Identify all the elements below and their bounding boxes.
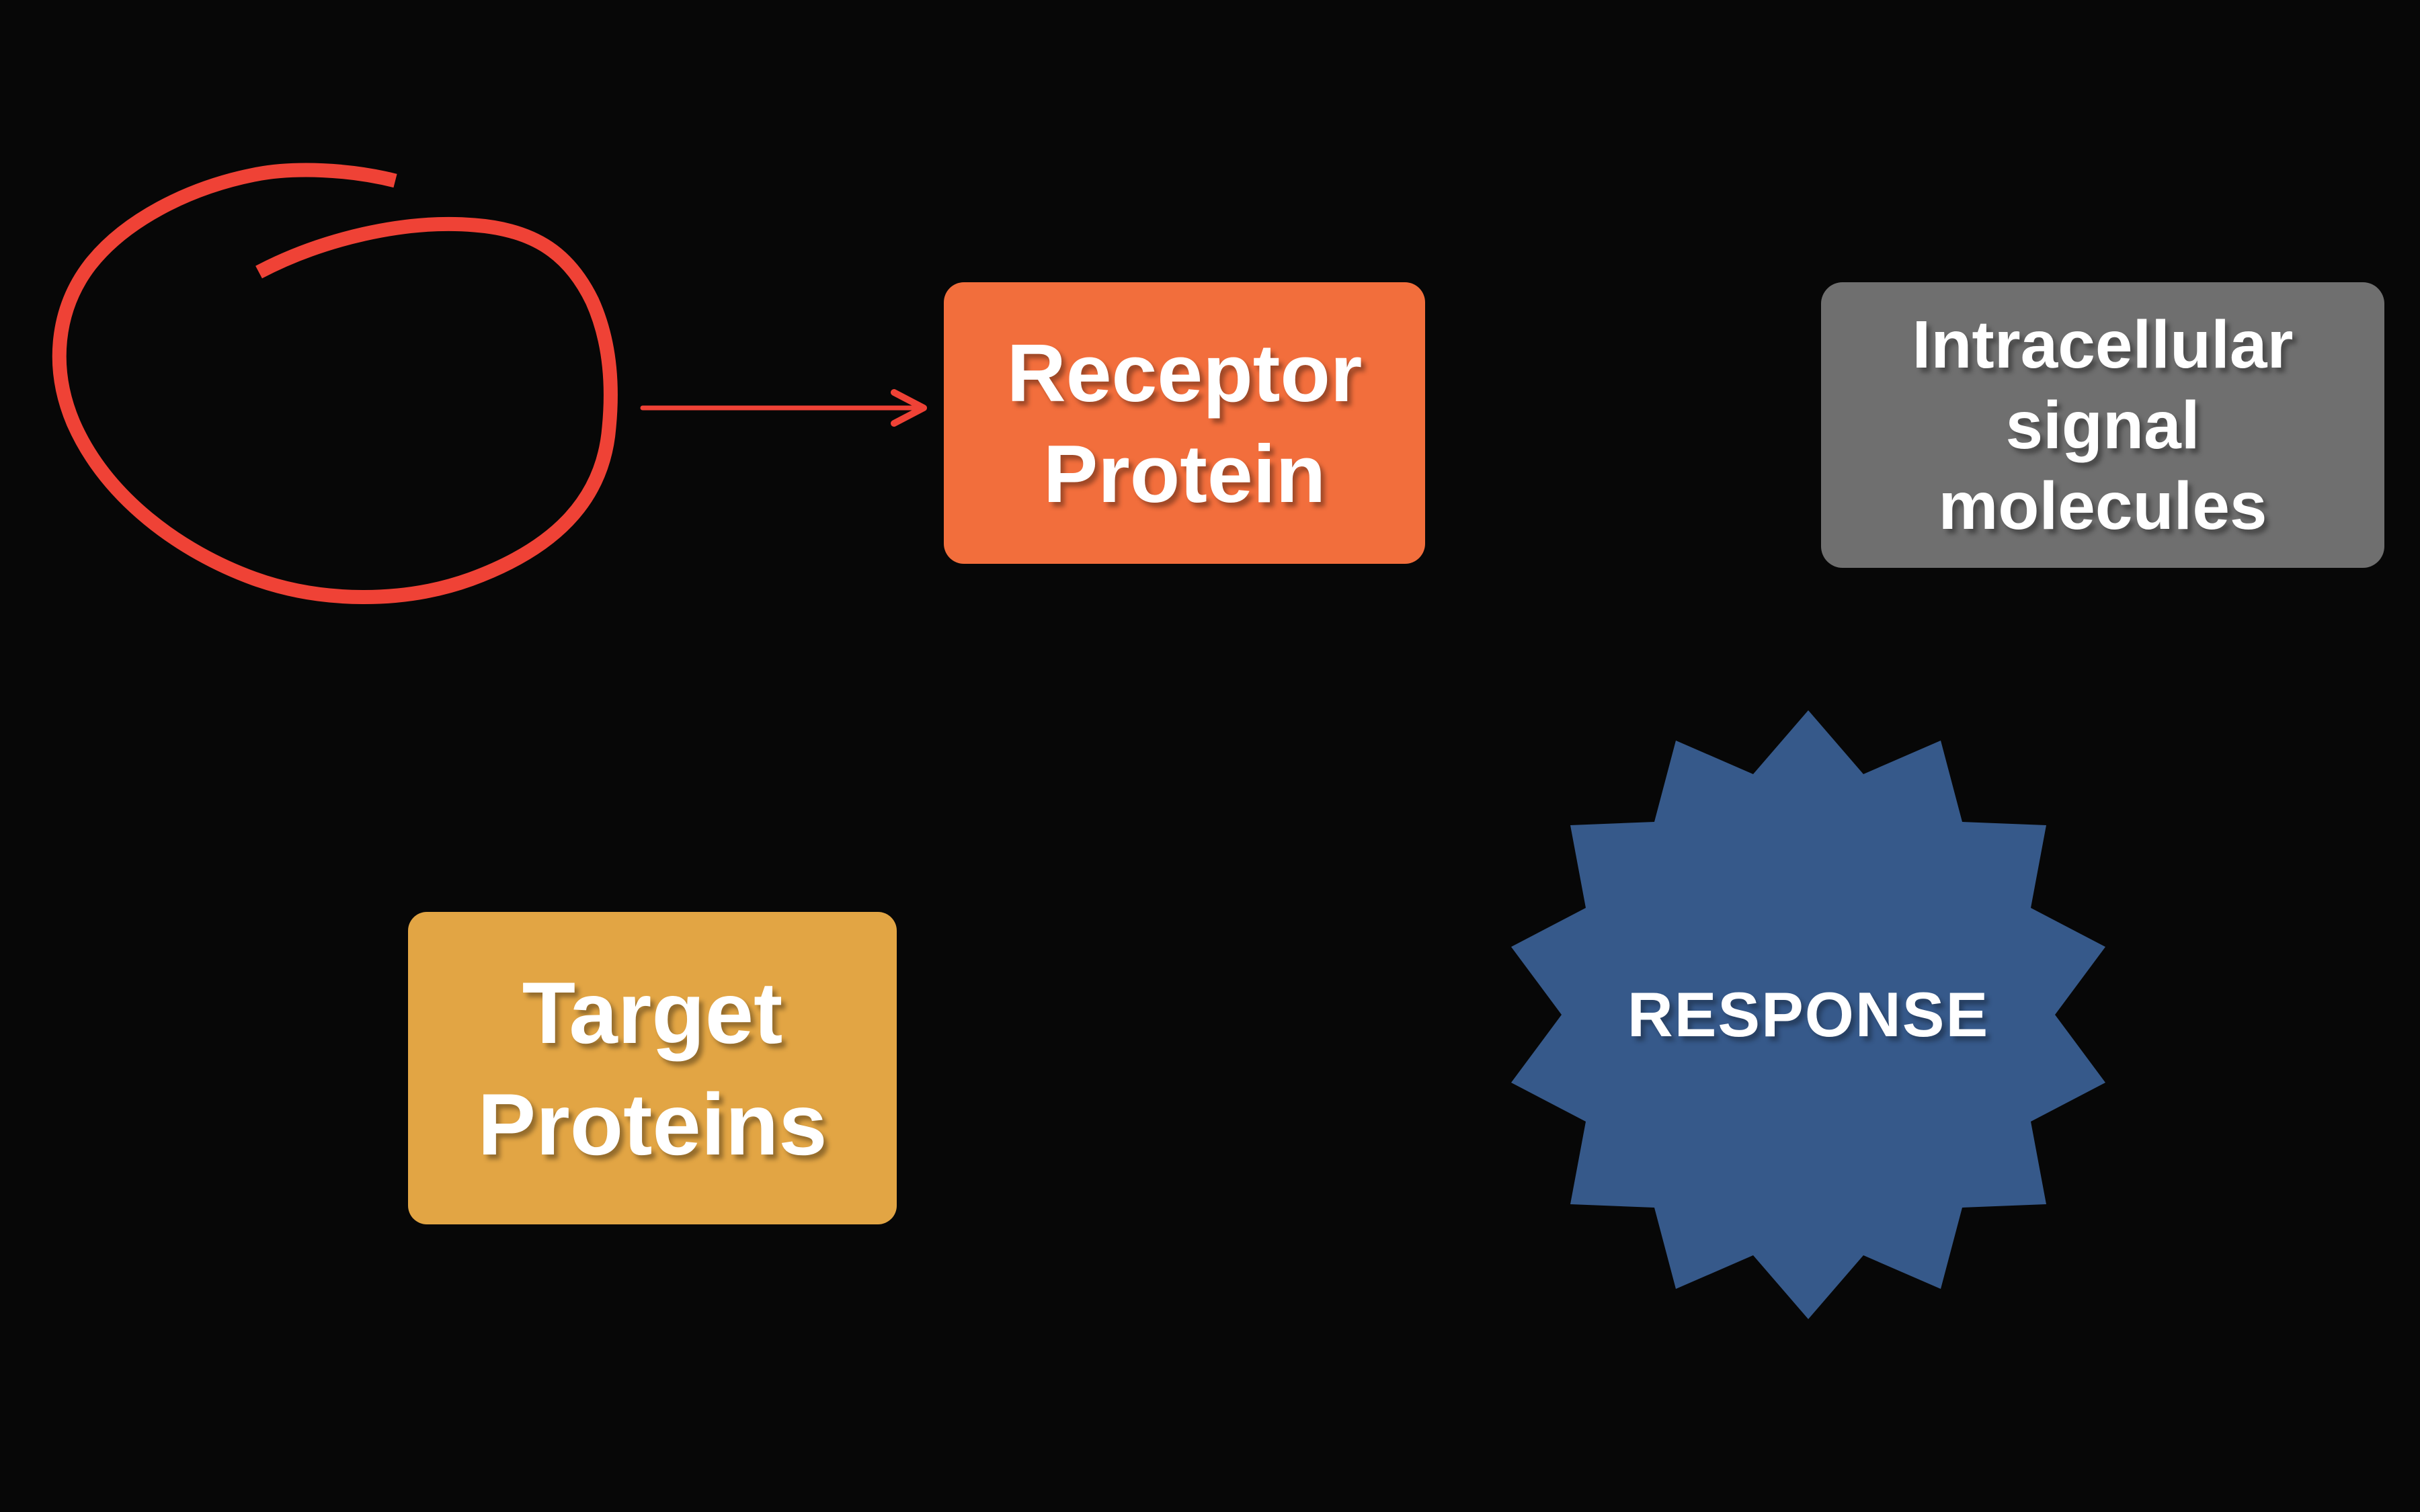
arrow-head-icon — [891, 389, 927, 427]
target-proteins-label-line1: Target — [522, 963, 783, 1062]
signal-label-line2: signal — [2005, 387, 2200, 463]
receptor-protein-box: Receptor Protein — [944, 282, 1425, 564]
receptor-protein-label-line1: Receptor — [1006, 327, 1363, 419]
receptor-protein-label-line2: Protein — [1043, 427, 1326, 519]
signal-label-line3: molecules — [1938, 468, 2267, 544]
arrow-circle-to-receptor — [640, 389, 927, 427]
hand-drawn-circle-icon — [52, 163, 618, 604]
target-proteins-label-line2: Proteins — [477, 1075, 828, 1173]
signal-label-line1: Intracellular — [1912, 306, 2294, 382]
target-proteins-box: Target Proteins — [408, 912, 897, 1224]
intracellular-signal-molecules-box: Intracellular signal molecules — [1821, 282, 2384, 568]
response-starburst-icon — [1511, 710, 2105, 1319]
